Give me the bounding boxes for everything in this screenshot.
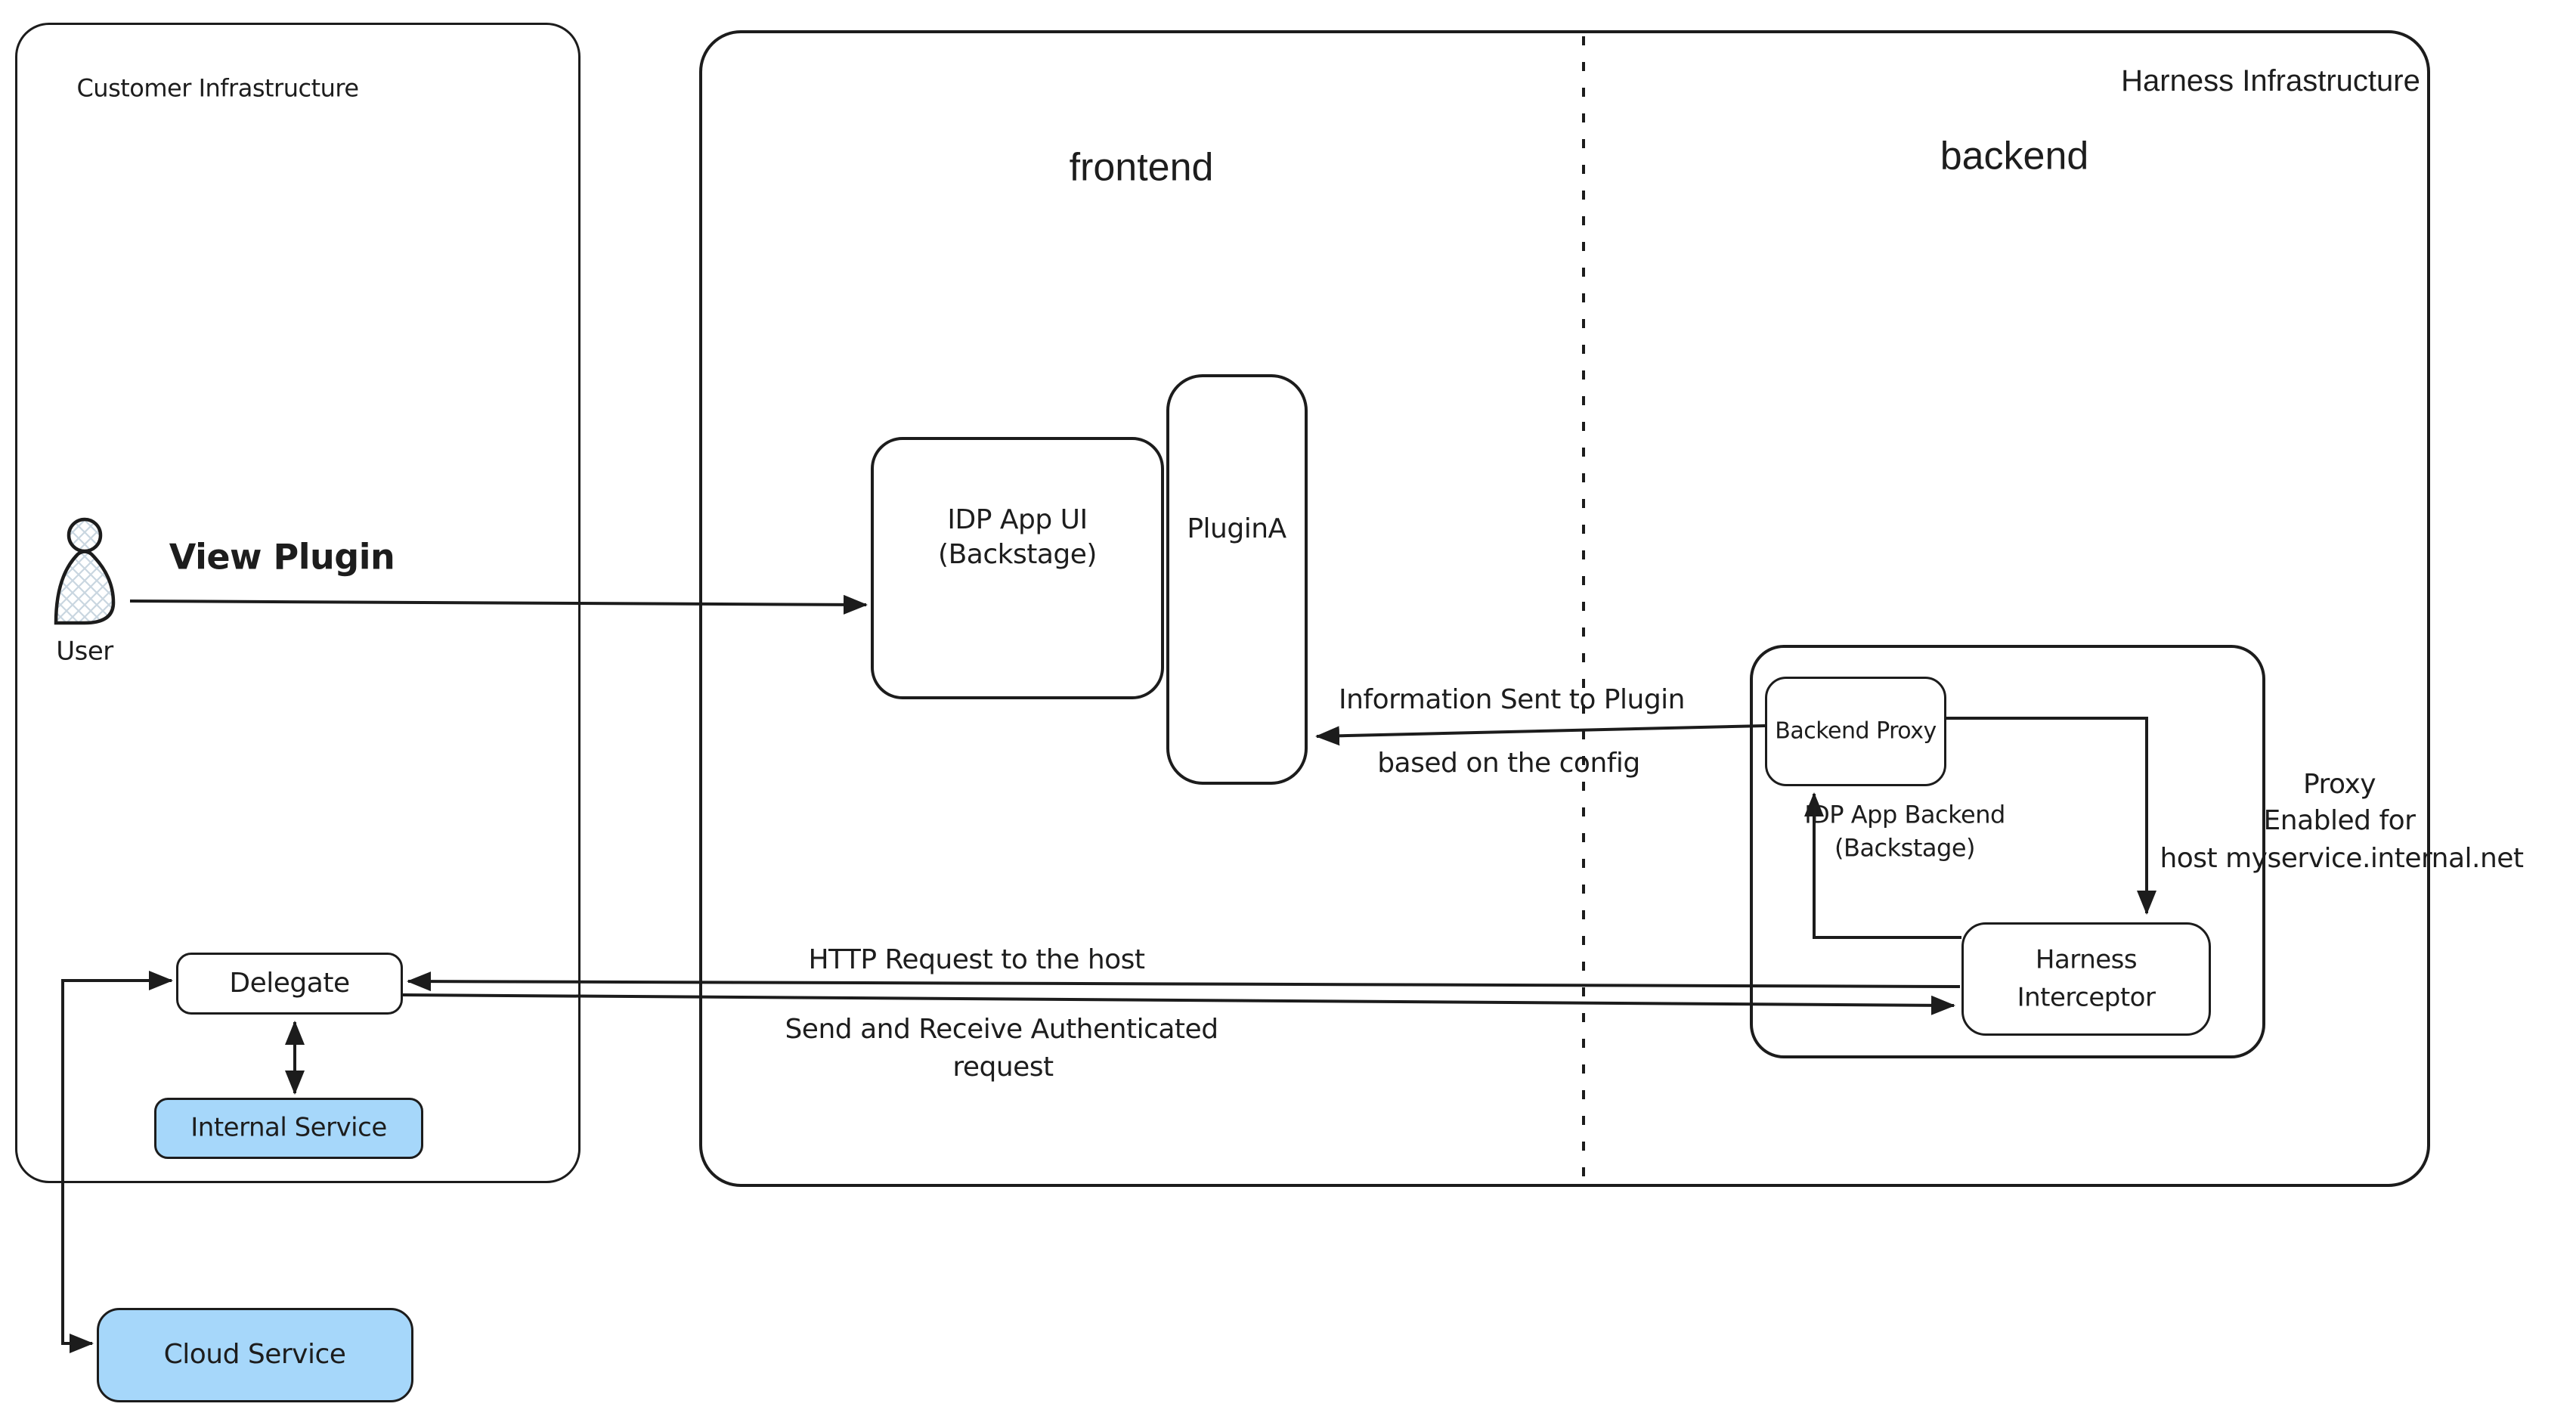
idp-app-ui-label-line2: (Backstage) bbox=[938, 539, 1097, 571]
idp-app-ui-box bbox=[871, 437, 1164, 699]
delegate-box bbox=[176, 953, 403, 1015]
plugin-a-box bbox=[1166, 374, 1308, 785]
proxy-enabled-label-line3: host myservice.internal.net bbox=[2160, 843, 2524, 875]
harness-interceptor-label-line2: Interceptor bbox=[2017, 982, 2156, 1013]
harness-interceptor-box bbox=[1961, 922, 2211, 1036]
idp-app-backend-label-line2: (Backstage) bbox=[1834, 833, 1975, 863]
frontend-section-label: frontend bbox=[1069, 145, 1214, 190]
proxy-enabled-label-line1: Proxy bbox=[2302, 769, 2376, 801]
user-label: User bbox=[56, 636, 113, 667]
proxy-enabled-label-line2: Enabled for bbox=[2263, 805, 2416, 837]
harness-interceptor-label-line1: Harness bbox=[2035, 944, 2138, 975]
info-sent-label-line2: based on the config bbox=[1377, 748, 1640, 779]
cloud-service-label: Cloud Service bbox=[163, 1339, 346, 1371]
backend-proxy-box bbox=[1765, 677, 1946, 786]
backend-proxy-label: Backend Proxy bbox=[1775, 717, 1937, 745]
idp-app-backend-label-line1: IDP App Backend bbox=[1804, 800, 2005, 829]
internal-service-label: Internal Service bbox=[190, 1112, 387, 1143]
idp-app-ui-label-line1: IDP App UI bbox=[947, 504, 1088, 536]
harness-infrastructure-title: Harness Infrastructure bbox=[2121, 64, 2420, 98]
send-receive-label-line1: Send and Receive Authenticated bbox=[785, 1014, 1218, 1046]
backend-section-label: backend bbox=[1940, 134, 2089, 178]
plugin-a-label: PluginA bbox=[1187, 513, 1286, 545]
delegate-label: Delegate bbox=[229, 968, 350, 999]
info-sent-label-line1: Information Sent to Plugin bbox=[1339, 684, 1686, 716]
send-receive-label-line2: request bbox=[952, 1052, 1054, 1083]
http-request-label: HTTP Request to the host bbox=[808, 944, 1145, 976]
customer-infrastructure-title: Customer Infrastructure bbox=[76, 73, 359, 103]
view-plugin-label: View Plugin bbox=[169, 536, 395, 578]
